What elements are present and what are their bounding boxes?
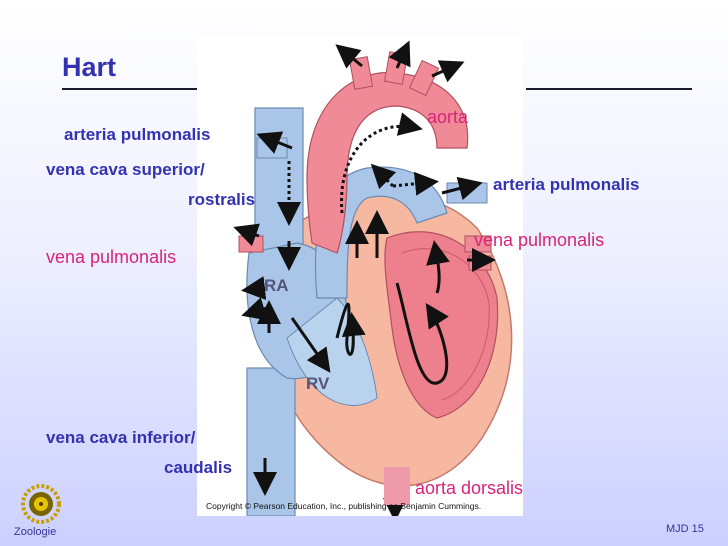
label-vena-cava-superior-2: rostralis xyxy=(188,190,256,209)
label-aorta-dorsalis: aorta dorsalis xyxy=(415,478,524,498)
heart-diagram-svg xyxy=(233,40,513,516)
heart-illustration xyxy=(197,38,523,516)
label-vena-pulmonalis-left: vena pulmonalis xyxy=(46,247,177,267)
dotted-arrows xyxy=(277,112,439,226)
flow-arrows xyxy=(233,40,496,516)
label-vena-pulmonalis-right: vena pulmonalis xyxy=(474,230,605,250)
aortic-arch xyxy=(306,71,469,254)
label-arteria-pulmonalis-left: arteria pulmonalis xyxy=(64,125,211,144)
label-vena-cava-superior-1: vena cava superior/ xyxy=(46,160,205,179)
title-rule-left xyxy=(62,88,200,90)
left-ventricle-loop-arrow xyxy=(395,282,449,385)
right-ventricle-loop-arrow xyxy=(335,302,366,356)
footer-right: MJD 15 xyxy=(666,523,704,535)
title-rule-right xyxy=(526,88,692,90)
label-aorta: aorta xyxy=(427,107,469,127)
label-vena-cava-inferior-1: vena cava inferior/ xyxy=(46,428,196,447)
pulmonary-vein-right-stub-2 xyxy=(468,255,492,271)
label-rv: RV xyxy=(306,374,330,393)
label-arteria-pulmonalis-right: arteria pulmonalis xyxy=(493,175,640,194)
vena-cava-inferior xyxy=(246,367,296,516)
copyright-credit: Copyright © Pearson Education, Inc., pub… xyxy=(206,501,482,511)
footer-left: Zoologie xyxy=(14,526,57,538)
aorta-branch-3 xyxy=(408,59,440,97)
left-atrium-arrow xyxy=(426,240,450,294)
zoology-sun-emblem-icon xyxy=(21,484,61,524)
pulmonary-vein-left-stub xyxy=(238,235,264,253)
aorta-dorsalis-vessel xyxy=(384,467,410,505)
label-vena-cava-inferior-2: caudalis xyxy=(164,458,233,477)
slide-title: Hart xyxy=(62,52,117,82)
label-ra: RA xyxy=(264,276,289,295)
